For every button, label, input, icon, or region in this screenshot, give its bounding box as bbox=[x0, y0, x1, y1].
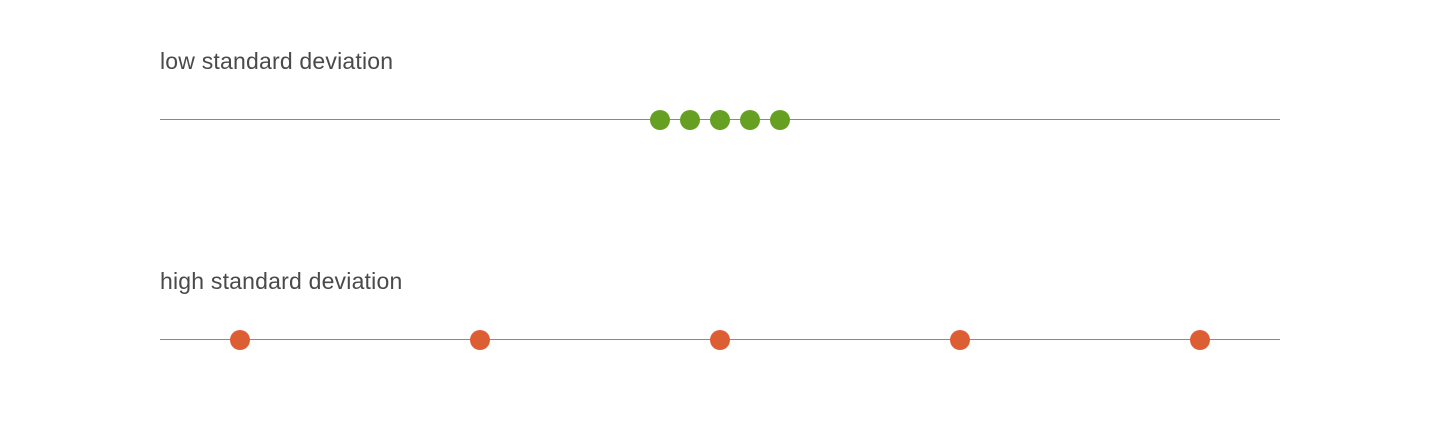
high-deviation-panel: high standard deviation bbox=[0, 220, 1440, 440]
high-deviation-dot-2 bbox=[469, 330, 490, 350]
high-deviation-dot-3 bbox=[710, 330, 730, 350]
low-deviation-label: low standard deviation bbox=[160, 48, 394, 74]
low-deviation-dot-2 bbox=[679, 110, 700, 130]
high-deviation-dot-5 bbox=[1190, 330, 1211, 350]
low-deviation-dot-1 bbox=[649, 110, 670, 130]
low-deviation-dot-3 bbox=[710, 110, 730, 130]
low-deviation-dot-4 bbox=[740, 110, 761, 130]
high-deviation-dot-1 bbox=[229, 330, 250, 350]
low-deviation-panel: low standard deviation bbox=[160, 48, 1280, 130]
low-deviation-dot-5 bbox=[770, 110, 791, 130]
high-deviation-label: high standard deviation bbox=[160, 268, 403, 294]
high-deviation-dot-4 bbox=[950, 330, 971, 350]
